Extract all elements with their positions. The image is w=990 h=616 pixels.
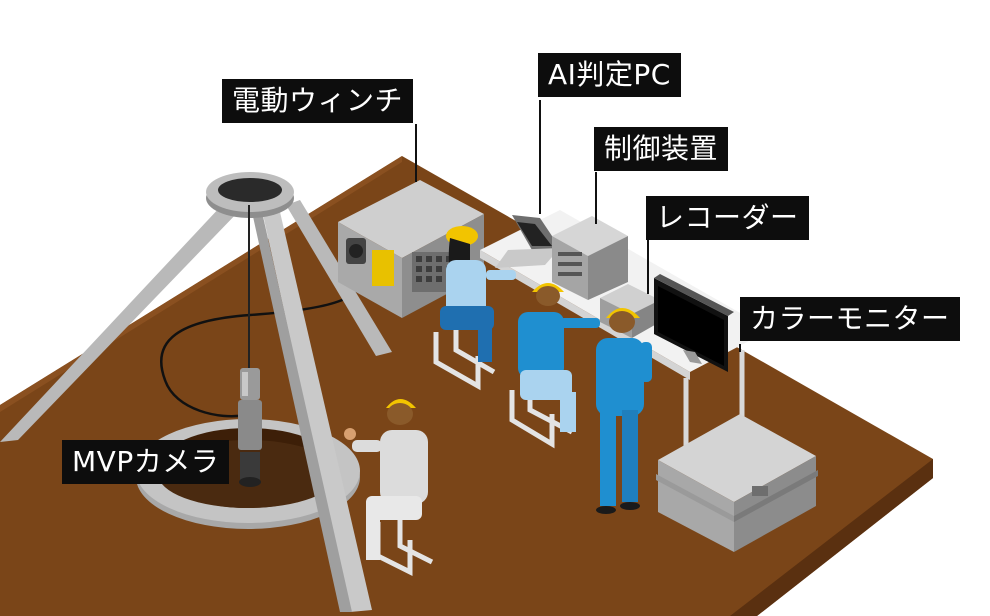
label-controller: 制御装置 xyxy=(594,127,729,171)
label-mvp-camera: MVPカメラ xyxy=(62,440,230,484)
worker-seated-3 xyxy=(344,399,428,560)
controller-unit xyxy=(552,216,628,300)
label-recorder: レコーダー xyxy=(646,196,809,240)
worker-seated-1 xyxy=(440,226,516,362)
equipment-case xyxy=(656,414,818,552)
color-monitor xyxy=(654,274,734,372)
leader-lines xyxy=(415,100,741,352)
label-ai-pc: AI判定PC xyxy=(538,53,681,97)
label-electric-winch: 電動ウィンチ xyxy=(222,79,414,123)
ai-pc-laptop xyxy=(495,215,560,268)
mvp-camera-probe xyxy=(238,368,262,487)
worker-standing xyxy=(596,308,652,514)
label-color-monitor: カラーモニター xyxy=(740,297,960,341)
tripod xyxy=(0,172,392,612)
worker-seated-2 xyxy=(518,283,600,432)
